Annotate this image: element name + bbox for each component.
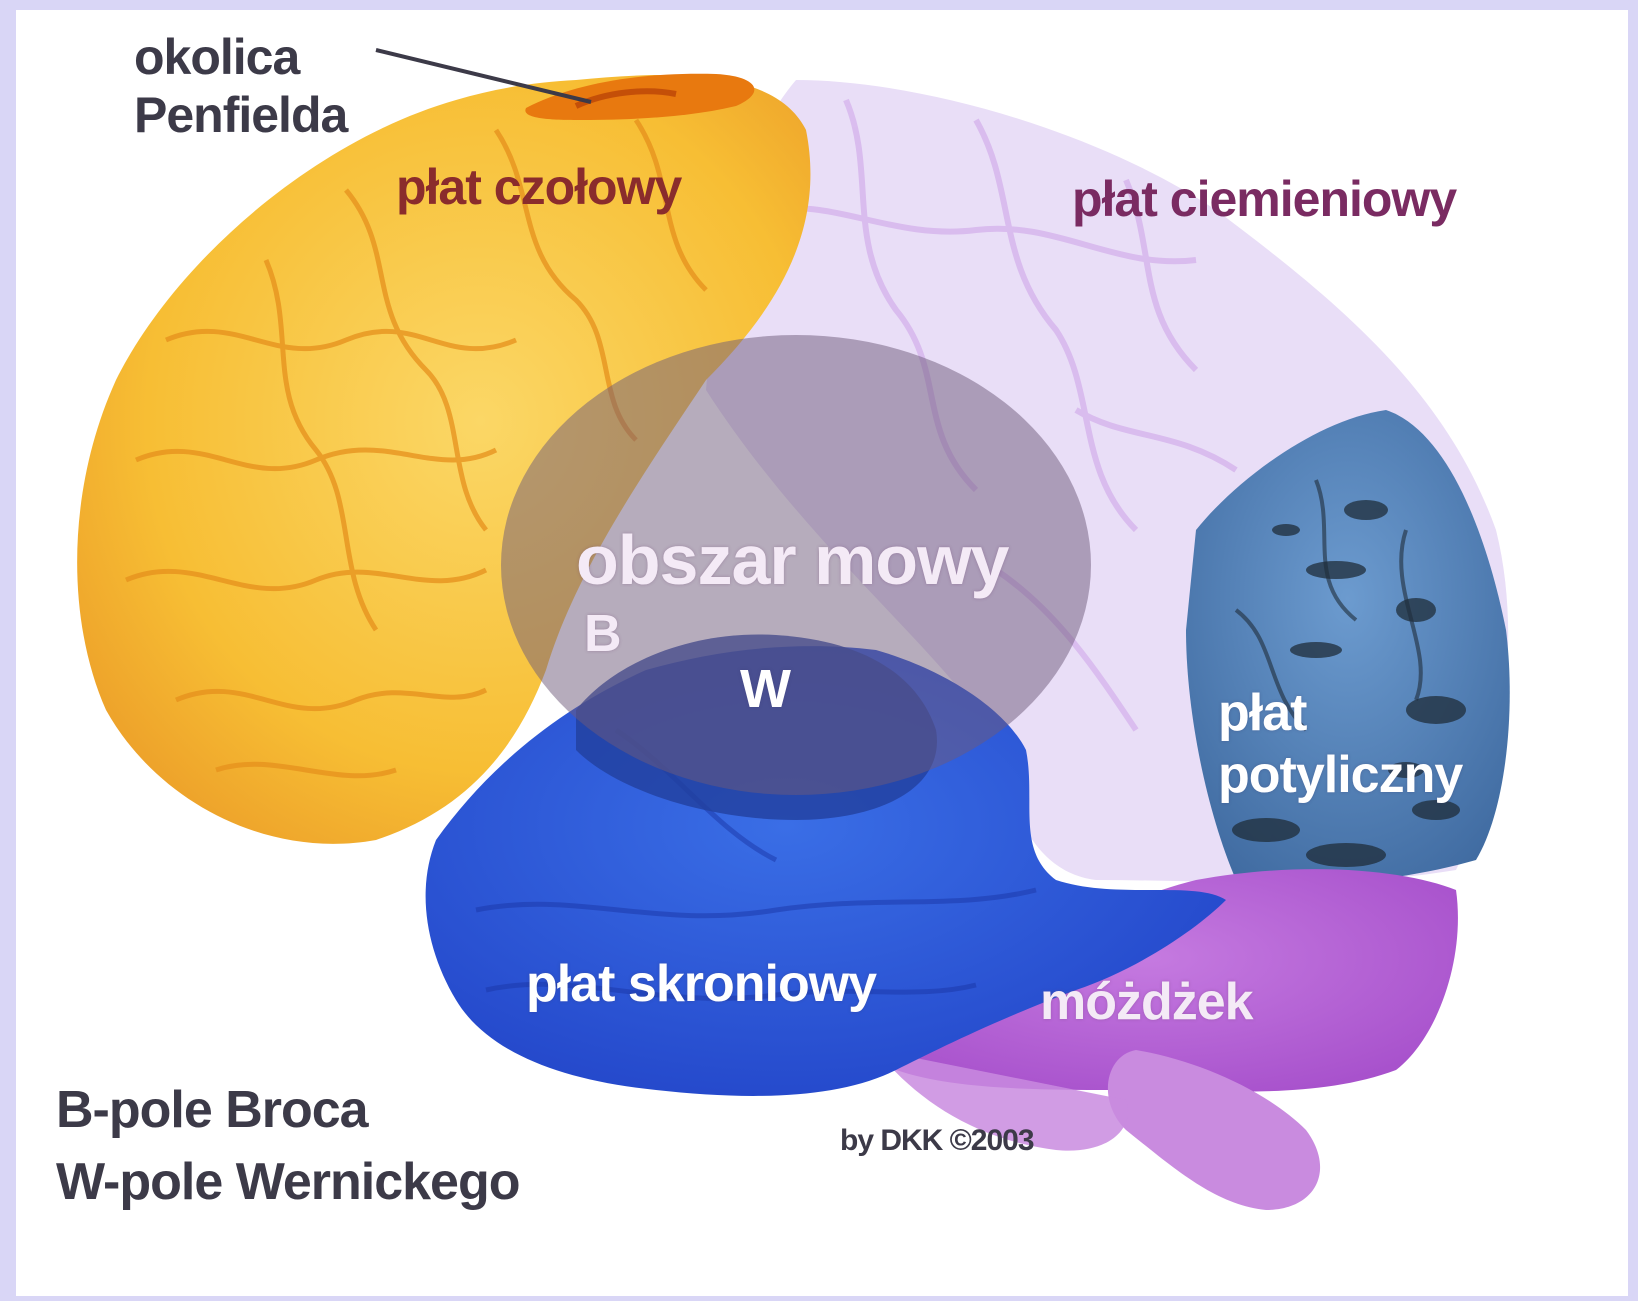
broca-marker: B [584,604,621,664]
penfield-label-line2: Penfielda [134,86,347,144]
credit-text: by DKK ©2003 [840,1124,1034,1158]
speech-area-label: obszar mowy [576,520,1008,600]
diagram-frame: okolica Penfielda płat czołowy płat ciem… [16,10,1628,1296]
parietal-lobe-label: płat ciemieniowy [1072,170,1456,228]
temporal-lobe-label: płat skroniowy [526,954,876,1014]
occipital-label-line1: płat [1218,682,1462,744]
penfield-label-line1: okolica [134,28,347,86]
legend-wernicke: W-pole Wernickego [56,1146,520,1218]
occipital-lobe-label: płat potyliczny [1218,682,1462,806]
legend: B-pole Broca W-pole Wernickego [56,1074,520,1218]
frontal-lobe-label: płat czołowy [396,158,681,216]
occipital-label-line2: potyliczny [1218,744,1462,806]
legend-broca: B-pole Broca [56,1074,520,1146]
penfield-area-label: okolica Penfielda [134,28,347,144]
wernicke-marker: W [740,658,790,720]
cerebellum-label: móżdżek [1040,972,1253,1032]
